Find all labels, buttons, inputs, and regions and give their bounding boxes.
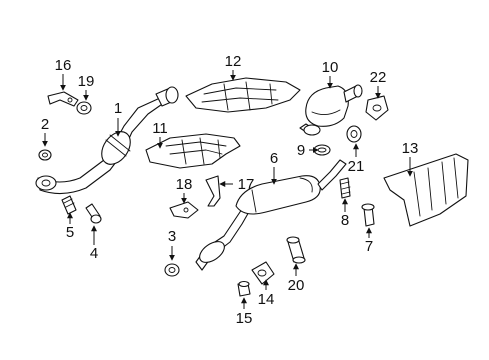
callout-2: 2	[41, 116, 49, 133]
callout-7: 7	[365, 238, 373, 255]
callout-17: 17	[238, 176, 255, 193]
gasket-3	[164, 263, 180, 277]
bolt-7	[361, 203, 375, 227]
spring-bolt-4	[85, 203, 102, 224]
callout-14: 14	[258, 291, 275, 308]
hanger-insulator-14	[251, 261, 275, 285]
callout-6: 6	[270, 150, 278, 167]
callout-4: 4	[90, 245, 98, 262]
callout-13: 13	[402, 140, 419, 157]
callout-21: 21	[348, 158, 365, 175]
heat-shield-13	[383, 153, 469, 227]
hanger-rod-17	[205, 175, 221, 207]
bracket-16	[47, 91, 79, 107]
nut-15	[237, 280, 251, 297]
callout-1: 1	[114, 100, 122, 117]
center-pipe-and-muffler	[195, 159, 347, 271]
callout-18: 18	[176, 176, 193, 193]
callout-3: 3	[168, 228, 176, 245]
tail-pipe-finisher-20	[286, 236, 306, 264]
callout-labels: 1 2 3 4 5 6 7 8 9 10 11 12 13 14 15 16 1…	[41, 53, 419, 327]
heat-shield-11	[145, 133, 241, 169]
callout-15: 15	[236, 310, 253, 327]
stud-5	[61, 195, 77, 215]
gasket-2	[38, 149, 52, 161]
callout-16: 16	[55, 57, 72, 74]
hanger-insulator-21	[346, 125, 362, 143]
hanger-bracket-22	[365, 95, 389, 121]
callout-12: 12	[225, 53, 242, 70]
callout-19: 19	[78, 73, 95, 90]
callout-10: 10	[322, 59, 339, 76]
heat-shield-12	[185, 77, 301, 113]
callout-20: 20	[288, 277, 305, 294]
tail-pipe-muffler	[299, 84, 363, 136]
front-pipe-with-converter	[35, 86, 179, 195]
stud-8	[339, 177, 351, 199]
leader-lines	[42, 70, 413, 309]
callout-9: 9	[297, 142, 305, 159]
callout-11: 11	[152, 120, 168, 137]
hanger-insulator-19	[76, 101, 92, 115]
callout-22: 22	[370, 69, 387, 86]
bracket-18	[169, 201, 199, 219]
callout-8: 8	[341, 212, 349, 229]
callout-5: 5	[66, 224, 74, 241]
